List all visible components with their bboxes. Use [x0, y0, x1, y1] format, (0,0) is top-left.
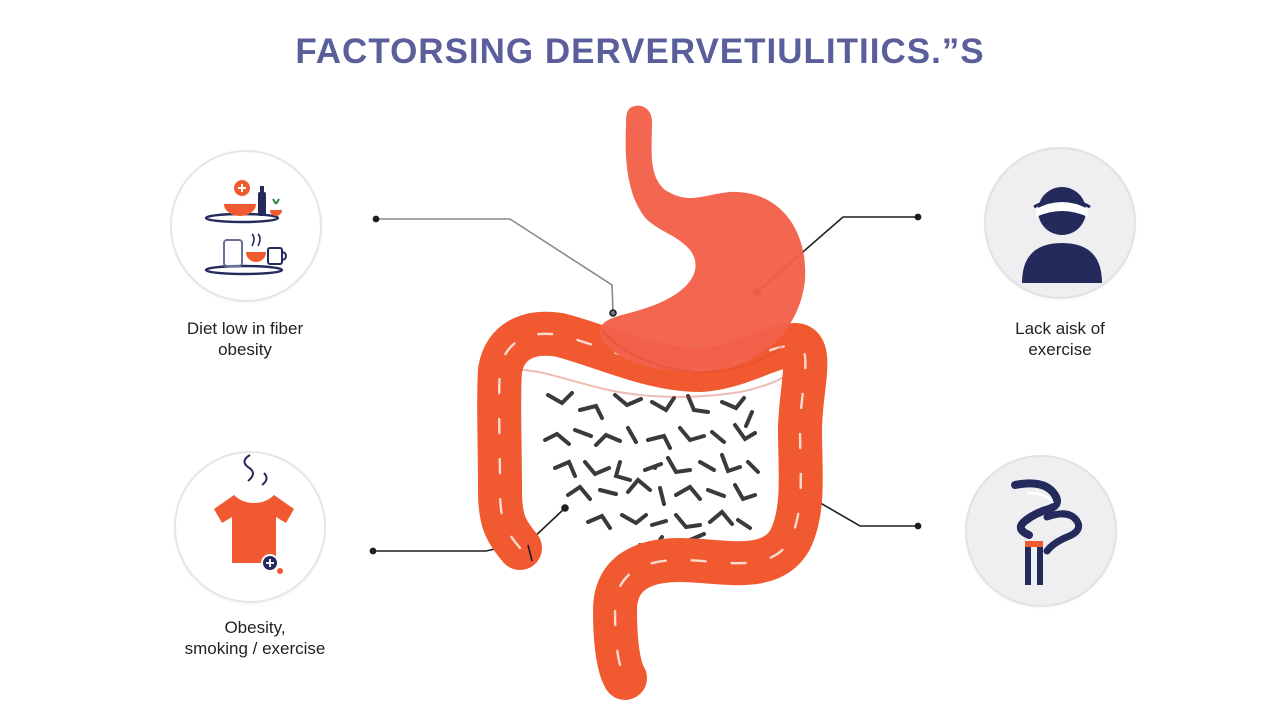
diet-factor-label: Diet low in fiber obesity — [186, 319, 304, 359]
connector-diet — [376, 218, 614, 313]
appendix — [527, 544, 533, 562]
exercise-factor-label: Lack aisk of exercise — [1015, 319, 1105, 359]
obesity-factor-circle — [174, 451, 326, 603]
smoking-icon — [1011, 479, 1083, 585]
diet-factor-circle — [170, 150, 322, 302]
person-icon — [1022, 187, 1102, 283]
tshirt-icon — [214, 454, 294, 574]
colon — [477, 311, 828, 700]
stomach — [600, 105, 806, 374]
small-intestine — [543, 391, 760, 552]
smoking-factor-circle — [965, 455, 1117, 607]
food-icon — [204, 180, 287, 276]
page-title: FACTORSING DERVERVETIULITIICS.”S — [295, 32, 985, 71]
exercise-factor-circle — [984, 147, 1136, 299]
obesity-factor-label: Obesity, smoking / exercise — [184, 618, 326, 658]
